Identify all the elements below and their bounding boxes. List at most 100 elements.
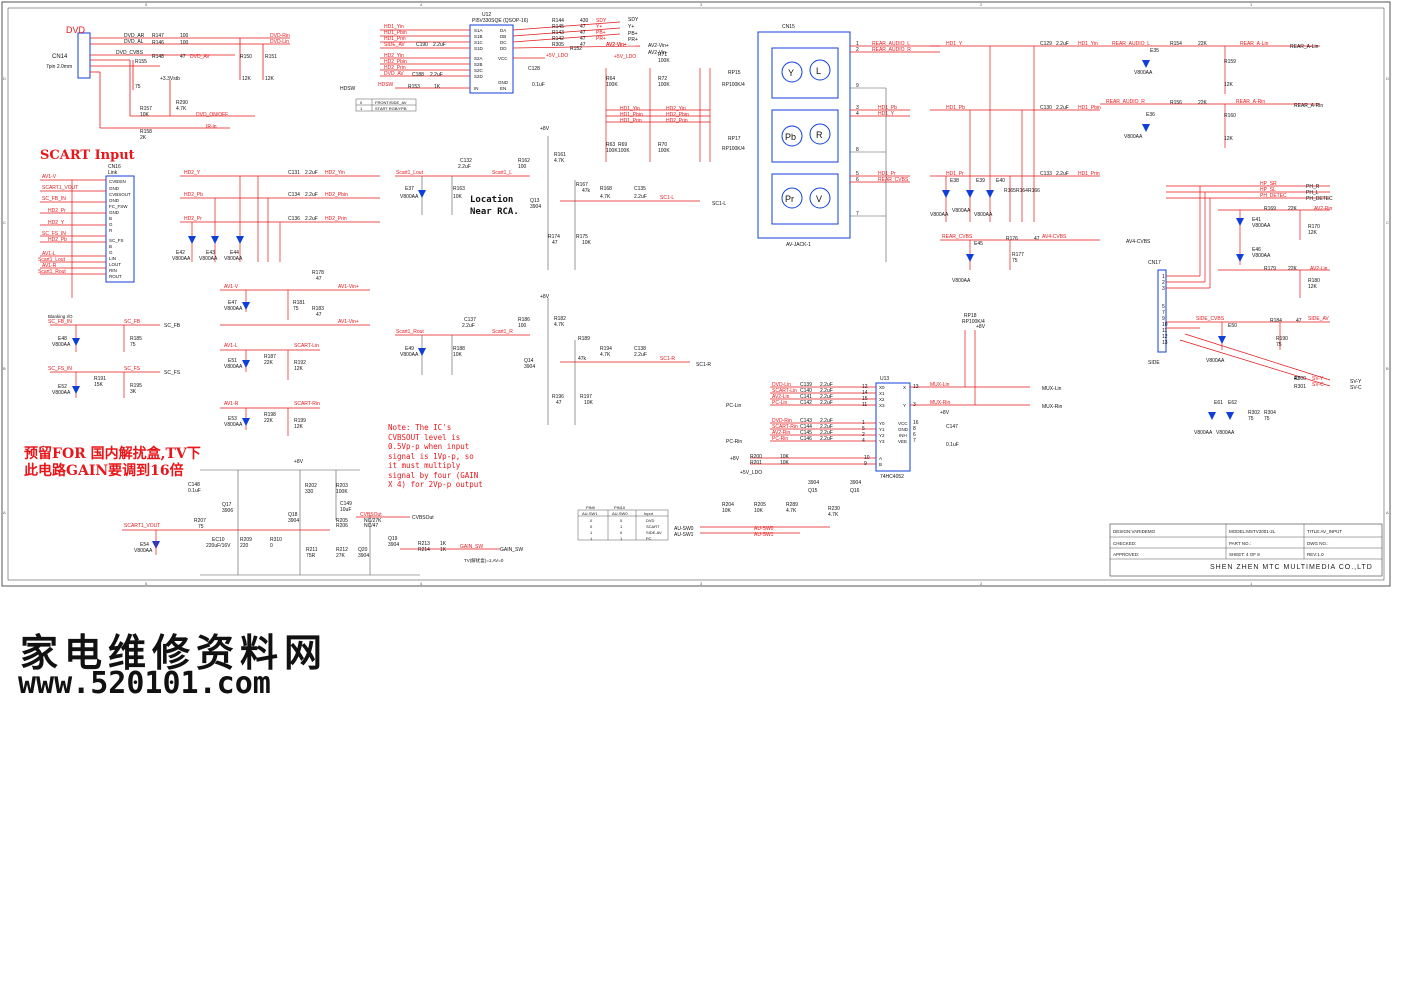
svg-text:AV1-Vin+: AV1-Vin+ bbox=[338, 319, 359, 325]
svg-text:15: 15 bbox=[862, 396, 868, 402]
svg-text:S1C: S1C bbox=[474, 40, 484, 45]
svg-text:C139: C139 bbox=[800, 382, 812, 388]
svg-text:10uF: 10uF bbox=[340, 507, 351, 513]
svg-text:E53: E53 bbox=[228, 416, 237, 422]
note-line: X 4) for 2Vp-p output bbox=[388, 480, 483, 489]
svg-text:100K: 100K bbox=[336, 489, 348, 495]
svg-text:1: 1 bbox=[856, 41, 859, 47]
svg-text:EN: EN bbox=[500, 86, 506, 91]
svg-text:RP17: RP17 bbox=[728, 136, 741, 142]
svg-text:SC_FS_IN: SC_FS_IN bbox=[42, 231, 66, 237]
svg-text:REAR_A-Rin: REAR_A-Rin bbox=[1236, 99, 1265, 105]
svg-text:HD2_Prin: HD2_Prin bbox=[666, 118, 688, 124]
svg-text:3906: 3906 bbox=[222, 508, 233, 514]
svg-text:SC_FS: SC_FS bbox=[124, 366, 141, 372]
svg-text:R145: R145 bbox=[552, 24, 564, 30]
svg-text:DVD_AR: DVD_AR bbox=[124, 33, 145, 39]
svg-text:HD2_Prin: HD2_Prin bbox=[325, 216, 347, 222]
svg-text:DVD-Rin: DVD-Rin bbox=[772, 418, 792, 424]
svg-text:+8V: +8V bbox=[976, 324, 986, 330]
svg-text:REAR_CVBS: REAR_CVBS bbox=[878, 177, 909, 183]
svg-text:100K: 100K bbox=[658, 58, 670, 64]
svg-text:RP100K/4: RP100K/4 bbox=[962, 319, 985, 325]
svg-text:AV4-CVBS: AV4-CVBS bbox=[1042, 234, 1067, 240]
svg-text:E47: E47 bbox=[228, 300, 237, 306]
svg-text:U12: U12 bbox=[482, 12, 491, 18]
svg-text:2.2uF: 2.2uF bbox=[1056, 171, 1069, 177]
svg-text:V800AA: V800AA bbox=[930, 212, 949, 218]
svg-text:S1B: S1B bbox=[474, 34, 483, 39]
svg-text:4.7K: 4.7K bbox=[554, 158, 565, 164]
svg-text:HD1_Pr: HD1_Pr bbox=[946, 171, 964, 177]
svg-text:R: R bbox=[109, 228, 113, 233]
svg-text:SIDE_AV: SIDE_AV bbox=[384, 42, 405, 48]
svg-text:+5V_LDO: +5V_LDO bbox=[614, 54, 636, 60]
svg-text:10: 10 bbox=[864, 455, 870, 461]
svg-text:7: 7 bbox=[913, 438, 916, 444]
svg-text:HD2_Yin: HD2_Yin bbox=[384, 53, 404, 59]
svg-text:Y+: Y+ bbox=[628, 24, 634, 30]
svg-text:12K: 12K bbox=[294, 366, 304, 372]
svg-text:12K: 12K bbox=[1308, 284, 1318, 290]
table-cell: 1 bbox=[590, 536, 593, 541]
svg-text:E50: E50 bbox=[1228, 323, 1237, 329]
title-block: DESIGN:VARIDEMO CHECKED: APPROVED: MODEL… bbox=[1109, 523, 1383, 577]
svg-text:100: 100 bbox=[180, 40, 189, 46]
title-part-no: PART NO.: bbox=[1229, 541, 1251, 546]
svg-text:RIN: RIN bbox=[109, 268, 117, 273]
svg-text:HD2_Pb: HD2_Pb bbox=[48, 237, 67, 243]
svg-text:47: 47 bbox=[316, 276, 322, 282]
table-header-1: AU-SW1 bbox=[582, 511, 598, 516]
svg-text:REAR_A-Rin: REAR_A-Rin bbox=[1294, 103, 1323, 109]
svg-text:HD2_Prin: HD2_Prin bbox=[384, 65, 406, 71]
svg-text:27K: 27K bbox=[336, 553, 346, 559]
svg-text:R177: R177 bbox=[1012, 252, 1024, 258]
svg-text:R146: R146 bbox=[152, 40, 164, 46]
svg-text:9: 9 bbox=[1162, 316, 1165, 322]
svg-text:R167: R167 bbox=[576, 182, 588, 188]
svg-text:SC_FS_IN: SC_FS_IN bbox=[48, 366, 72, 372]
svg-text:R191: R191 bbox=[94, 376, 106, 382]
table-cell: DVD bbox=[646, 518, 655, 523]
svg-text:RP100K/4: RP100K/4 bbox=[722, 82, 745, 88]
svg-text:R161: R161 bbox=[554, 152, 566, 158]
svg-text:X: X bbox=[903, 385, 906, 390]
svg-text:R64: R64 bbox=[606, 76, 615, 82]
svg-text:2.2uF: 2.2uF bbox=[820, 430, 833, 436]
svg-text:DA: DA bbox=[500, 28, 506, 33]
svg-text:CN15: CN15 bbox=[782, 24, 795, 30]
svg-text:Y: Y bbox=[788, 68, 794, 78]
svg-text:47: 47 bbox=[556, 400, 562, 406]
svg-text:14: 14 bbox=[862, 390, 868, 396]
svg-text:E38: E38 bbox=[950, 178, 959, 184]
svg-text:10K: 10K bbox=[754, 508, 764, 514]
svg-text:A: A bbox=[1386, 510, 1389, 515]
svg-text:REAR_A-Lin: REAR_A-Lin bbox=[1240, 41, 1269, 47]
svg-text:4.7K: 4.7K bbox=[600, 194, 611, 200]
svg-text:S2B: S2B bbox=[474, 62, 483, 67]
svg-text:V800AA: V800AA bbox=[952, 278, 971, 284]
svg-text:11: 11 bbox=[862, 402, 867, 408]
svg-text:3904: 3904 bbox=[530, 204, 541, 210]
svg-text:V800AA: V800AA bbox=[199, 256, 218, 262]
svg-text:X2: X2 bbox=[879, 397, 885, 402]
svg-text:HP_SL: HP_SL bbox=[1260, 187, 1276, 193]
svg-text:5: 5 bbox=[145, 581, 148, 586]
svg-text:E45: E45 bbox=[974, 241, 983, 247]
svg-text:220: 220 bbox=[240, 543, 249, 549]
svg-text:3904: 3904 bbox=[808, 480, 819, 486]
svg-text:DVD_AV: DVD_AV bbox=[384, 71, 404, 77]
svg-text:100K: 100K bbox=[606, 82, 618, 88]
svg-text:R205: R205 bbox=[754, 502, 766, 508]
svg-text:C135: C135 bbox=[634, 186, 646, 192]
svg-text:V800AA: V800AA bbox=[1134, 70, 1153, 76]
svg-text:4: 4 bbox=[420, 2, 423, 7]
svg-text:R290: R290 bbox=[176, 100, 188, 106]
svg-text:C142: C142 bbox=[800, 400, 812, 406]
svg-text:R187: R187 bbox=[264, 354, 276, 360]
svg-text:12: 12 bbox=[862, 384, 868, 390]
svg-text:AV2-Lin: AV2-Lin bbox=[772, 394, 790, 400]
